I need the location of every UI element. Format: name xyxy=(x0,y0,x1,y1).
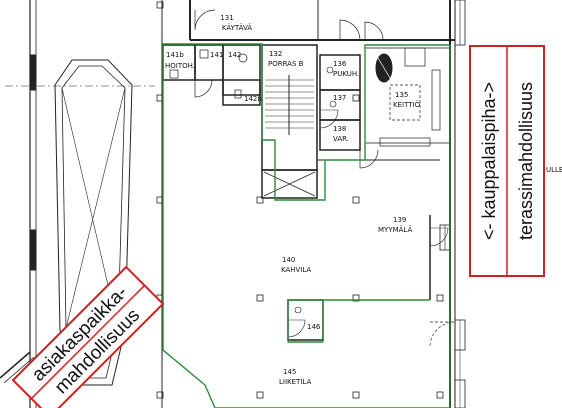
svg-text:HOITOH.: HOITOH. xyxy=(165,62,195,70)
svg-text:138: 138 xyxy=(333,125,346,133)
right-callout-line1: <- kauppalaispiha-> xyxy=(479,82,499,240)
svg-text:PORRAS B: PORRAS B xyxy=(268,60,304,68)
room-label-135: 135 KEITTIÖ xyxy=(393,91,421,109)
room-label-136: 136 PUKUH. xyxy=(333,60,359,78)
svg-text:141: 141 xyxy=(210,51,223,59)
room-label-138: 138 VAR. xyxy=(333,125,349,143)
svg-text:LIIKETILA: LIIKETILA xyxy=(279,378,311,386)
left-diagonal-wall xyxy=(0,351,35,384)
svg-text:139: 139 xyxy=(393,216,406,224)
svg-text:142: 142 xyxy=(228,51,241,59)
svg-text:MYYMÄLÄ: MYYMÄLÄ xyxy=(378,225,412,234)
right-callout: <- kauppalaispiha-> terassimahdollisuus xyxy=(469,45,545,277)
room-label-141: 141 xyxy=(210,51,223,59)
svg-text:140: 140 xyxy=(282,256,295,264)
svg-text:135: 135 xyxy=(395,91,408,99)
svg-text:145: 145 xyxy=(283,368,296,376)
room-label-139: 139 MYYMÄLÄ xyxy=(378,216,412,234)
svg-text:KÄYTÄVÄ: KÄYTÄVÄ xyxy=(222,23,252,32)
svg-text:132: 132 xyxy=(269,50,282,58)
left-facade xyxy=(5,0,155,408)
room-label-146: 146 xyxy=(307,323,321,331)
interior-walls xyxy=(287,159,466,408)
room-label-141b: 141b HOITOH. xyxy=(165,51,195,70)
svg-text:137: 137 xyxy=(333,94,346,102)
room-label-140: 140 KAHVILA xyxy=(281,256,311,274)
svg-text:131: 131 xyxy=(220,14,233,22)
stair-b xyxy=(261,44,318,199)
room-label-142b: 142b xyxy=(244,95,262,103)
room-label-131: 131 KÄYTÄVÄ xyxy=(220,14,252,32)
svg-text:141b: 141b xyxy=(166,51,184,59)
small-rooms xyxy=(162,44,261,106)
room-label-145: 145 LIIKETILA xyxy=(279,368,311,386)
room-label-132: 132 PORRAS B xyxy=(268,50,304,68)
svg-text:142b: 142b xyxy=(244,95,262,103)
svg-text:136: 136 xyxy=(333,60,347,68)
leased-area-outline xyxy=(162,43,451,408)
room-label-137: 137 xyxy=(333,94,346,102)
svg-text:KEITTIÖ: KEITTIÖ xyxy=(393,100,421,109)
svg-text:146: 146 xyxy=(307,323,321,331)
top-walls xyxy=(161,0,466,408)
svg-text:KAHVILA: KAHVILA xyxy=(281,266,311,274)
svg-text:PUKUH.: PUKUH. xyxy=(333,70,359,78)
room-label-142: 142 xyxy=(228,51,241,59)
edge-label: ULLE xyxy=(546,166,562,174)
left-callout: asiakaspaikka- mahdollisuus xyxy=(11,265,165,408)
column-markers xyxy=(156,1,444,399)
right-callout-line2: terassimahdollisuus xyxy=(516,82,536,240)
svg-text:VAR.: VAR. xyxy=(333,135,349,143)
